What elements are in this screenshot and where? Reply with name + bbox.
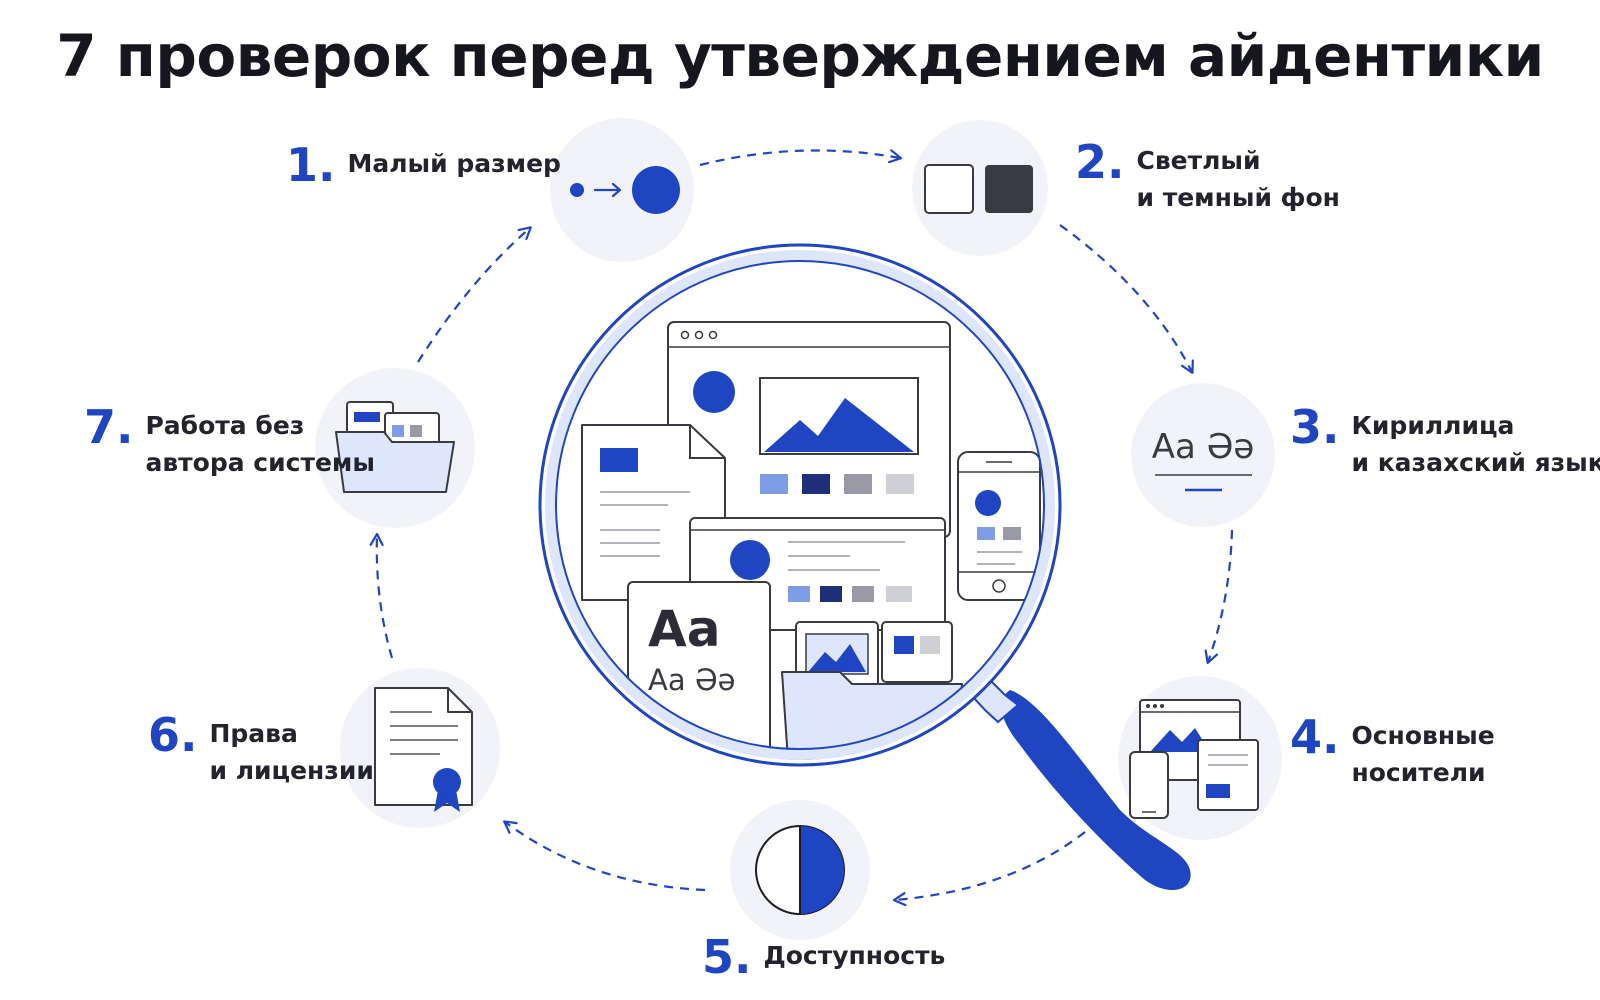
- step-5-text: Доступность: [763, 941, 946, 970]
- step-2-text-line-2: и темный фон: [1136, 183, 1340, 212]
- step-1-text: Малый размер: [347, 149, 561, 178]
- typography-sample-large: Aa: [648, 600, 720, 658]
- step-2-label: 2. Светлый и темный фон: [1075, 135, 1340, 216]
- license-document-icon: [374, 687, 473, 812]
- step-3-text-line-2: и казахский язык: [1351, 448, 1600, 477]
- step-3-text-line-1: Кириллица: [1351, 411, 1515, 440]
- step-7-text-line-2: автора системы: [145, 448, 375, 477]
- step-7-text-line-1: Работа без: [145, 411, 305, 440]
- page-title: 7 проверок перед утверждением айдентики: [56, 22, 1544, 90]
- magnifier-handle: [1001, 690, 1191, 891]
- step-2-number: 2.: [1075, 135, 1125, 189]
- step-5-number: 5.: [702, 930, 752, 984]
- glyph-sample-text: Aa Әә: [1152, 427, 1255, 467]
- typography-sample-small: Aa Әә: [648, 663, 736, 697]
- arrow-6-to-7: [377, 535, 394, 659]
- media-devices-icon: [1129, 699, 1259, 819]
- cycle-arrows: [377, 150, 1234, 900]
- arrow-4-to-5: [895, 831, 1086, 900]
- step-6-label: 6. Права и лицензии: [148, 708, 374, 789]
- small-size-icon: [570, 166, 680, 214]
- step-4-number: 4.: [1290, 710, 1340, 764]
- arrow-3-to-4: [1208, 529, 1234, 662]
- step-3-number: 3.: [1290, 400, 1340, 454]
- step-1-number: 1.: [286, 138, 336, 192]
- step-1-label: 1. Малый размер: [286, 138, 561, 192]
- step-4-text-line-2: носители: [1351, 758, 1486, 787]
- arrow-2-to-3: [1059, 224, 1192, 372]
- step-3-label: 3. Кириллица и казахский язык: [1290, 400, 1600, 481]
- lens-content: Aa Aa Әә: [581, 321, 1041, 760]
- contrast-icon: [755, 825, 845, 915]
- arrow-5-to-6: [505, 822, 706, 892]
- step-5-label: 5. Доступность: [702, 930, 946, 984]
- folder-icon: [335, 401, 455, 493]
- phone-mockup: [957, 451, 1041, 601]
- arrow-1-to-2: [699, 150, 900, 167]
- light-dark-background-icon: [924, 164, 1033, 214]
- arrow-7-to-1: [417, 228, 530, 363]
- step-4-text-line-1: Основные: [1351, 721, 1495, 750]
- step-6-number: 6.: [148, 708, 198, 762]
- step-7-number: 7.: [84, 400, 134, 454]
- step-2-text-line-1: Светлый: [1136, 146, 1261, 175]
- step-7-label: 7. Работа без автора системы: [84, 400, 375, 481]
- step-4-label: 4. Основные носители: [1290, 710, 1495, 791]
- browser-window-mockup: [667, 321, 951, 538]
- swatch-card-mockup: [881, 621, 953, 683]
- magnifier-icon: Aa Aa Әә: [538, 243, 1191, 891]
- cyrillic-kazakh-glyph-icon: Aa Әә: [1152, 427, 1255, 492]
- step-6-text-line-2: и лицензии: [209, 756, 374, 785]
- step-6-text-line-1: Права: [209, 719, 298, 748]
